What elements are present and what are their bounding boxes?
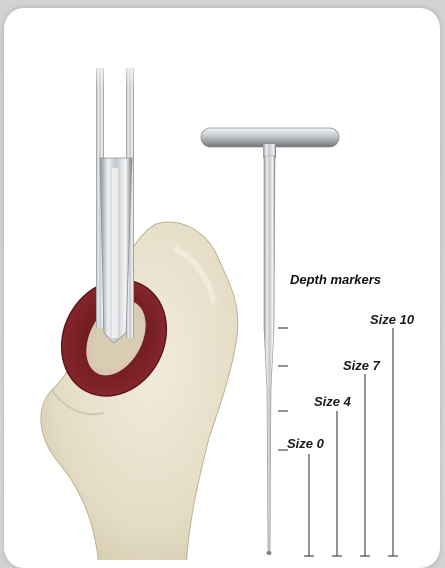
illustration-card: Depth markers Size 10 Size 7 Size 4 Size…: [4, 8, 440, 568]
marker-line-size-0: [278, 450, 309, 556]
diagram-title: Depth markers: [290, 272, 381, 287]
label-size-0: Size 0: [287, 436, 325, 451]
label-size-7: Size 7: [343, 358, 381, 373]
marker-line-size-4: [278, 411, 337, 556]
label-size-4: Size 4: [314, 394, 352, 409]
humeral-head-illustration: [41, 222, 238, 560]
label-size-10: Size 10: [370, 312, 415, 327]
surgical-illustration: Depth markers Size 10 Size 7 Size 4 Size…: [4, 8, 440, 560]
